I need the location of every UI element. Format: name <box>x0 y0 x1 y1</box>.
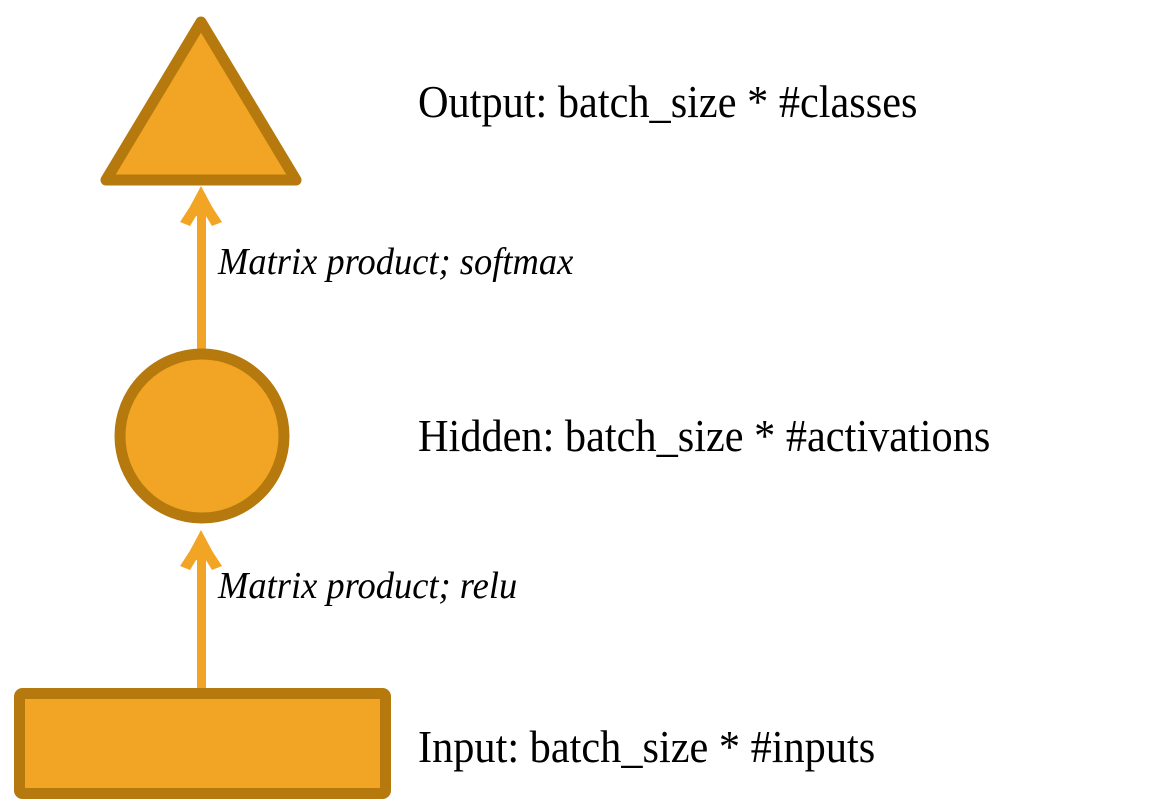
edge-label-hidden-to-output: Matrix product; softmax <box>218 241 574 283</box>
input-node-rectangle[interactable] <box>14 688 391 799</box>
arrow-input-to-hidden <box>180 530 222 690</box>
output-node-label: Output: batch_size * #classes <box>418 76 918 127</box>
hidden-node-label: Hidden: batch_size * #activations <box>418 410 991 461</box>
hidden-node-circle[interactable] <box>114 348 290 524</box>
output-node-triangle[interactable] <box>100 16 302 186</box>
edge-label-input-to-hidden: Matrix product; relu <box>218 565 518 607</box>
input-node-label: Input: batch_size * #inputs <box>418 721 876 772</box>
